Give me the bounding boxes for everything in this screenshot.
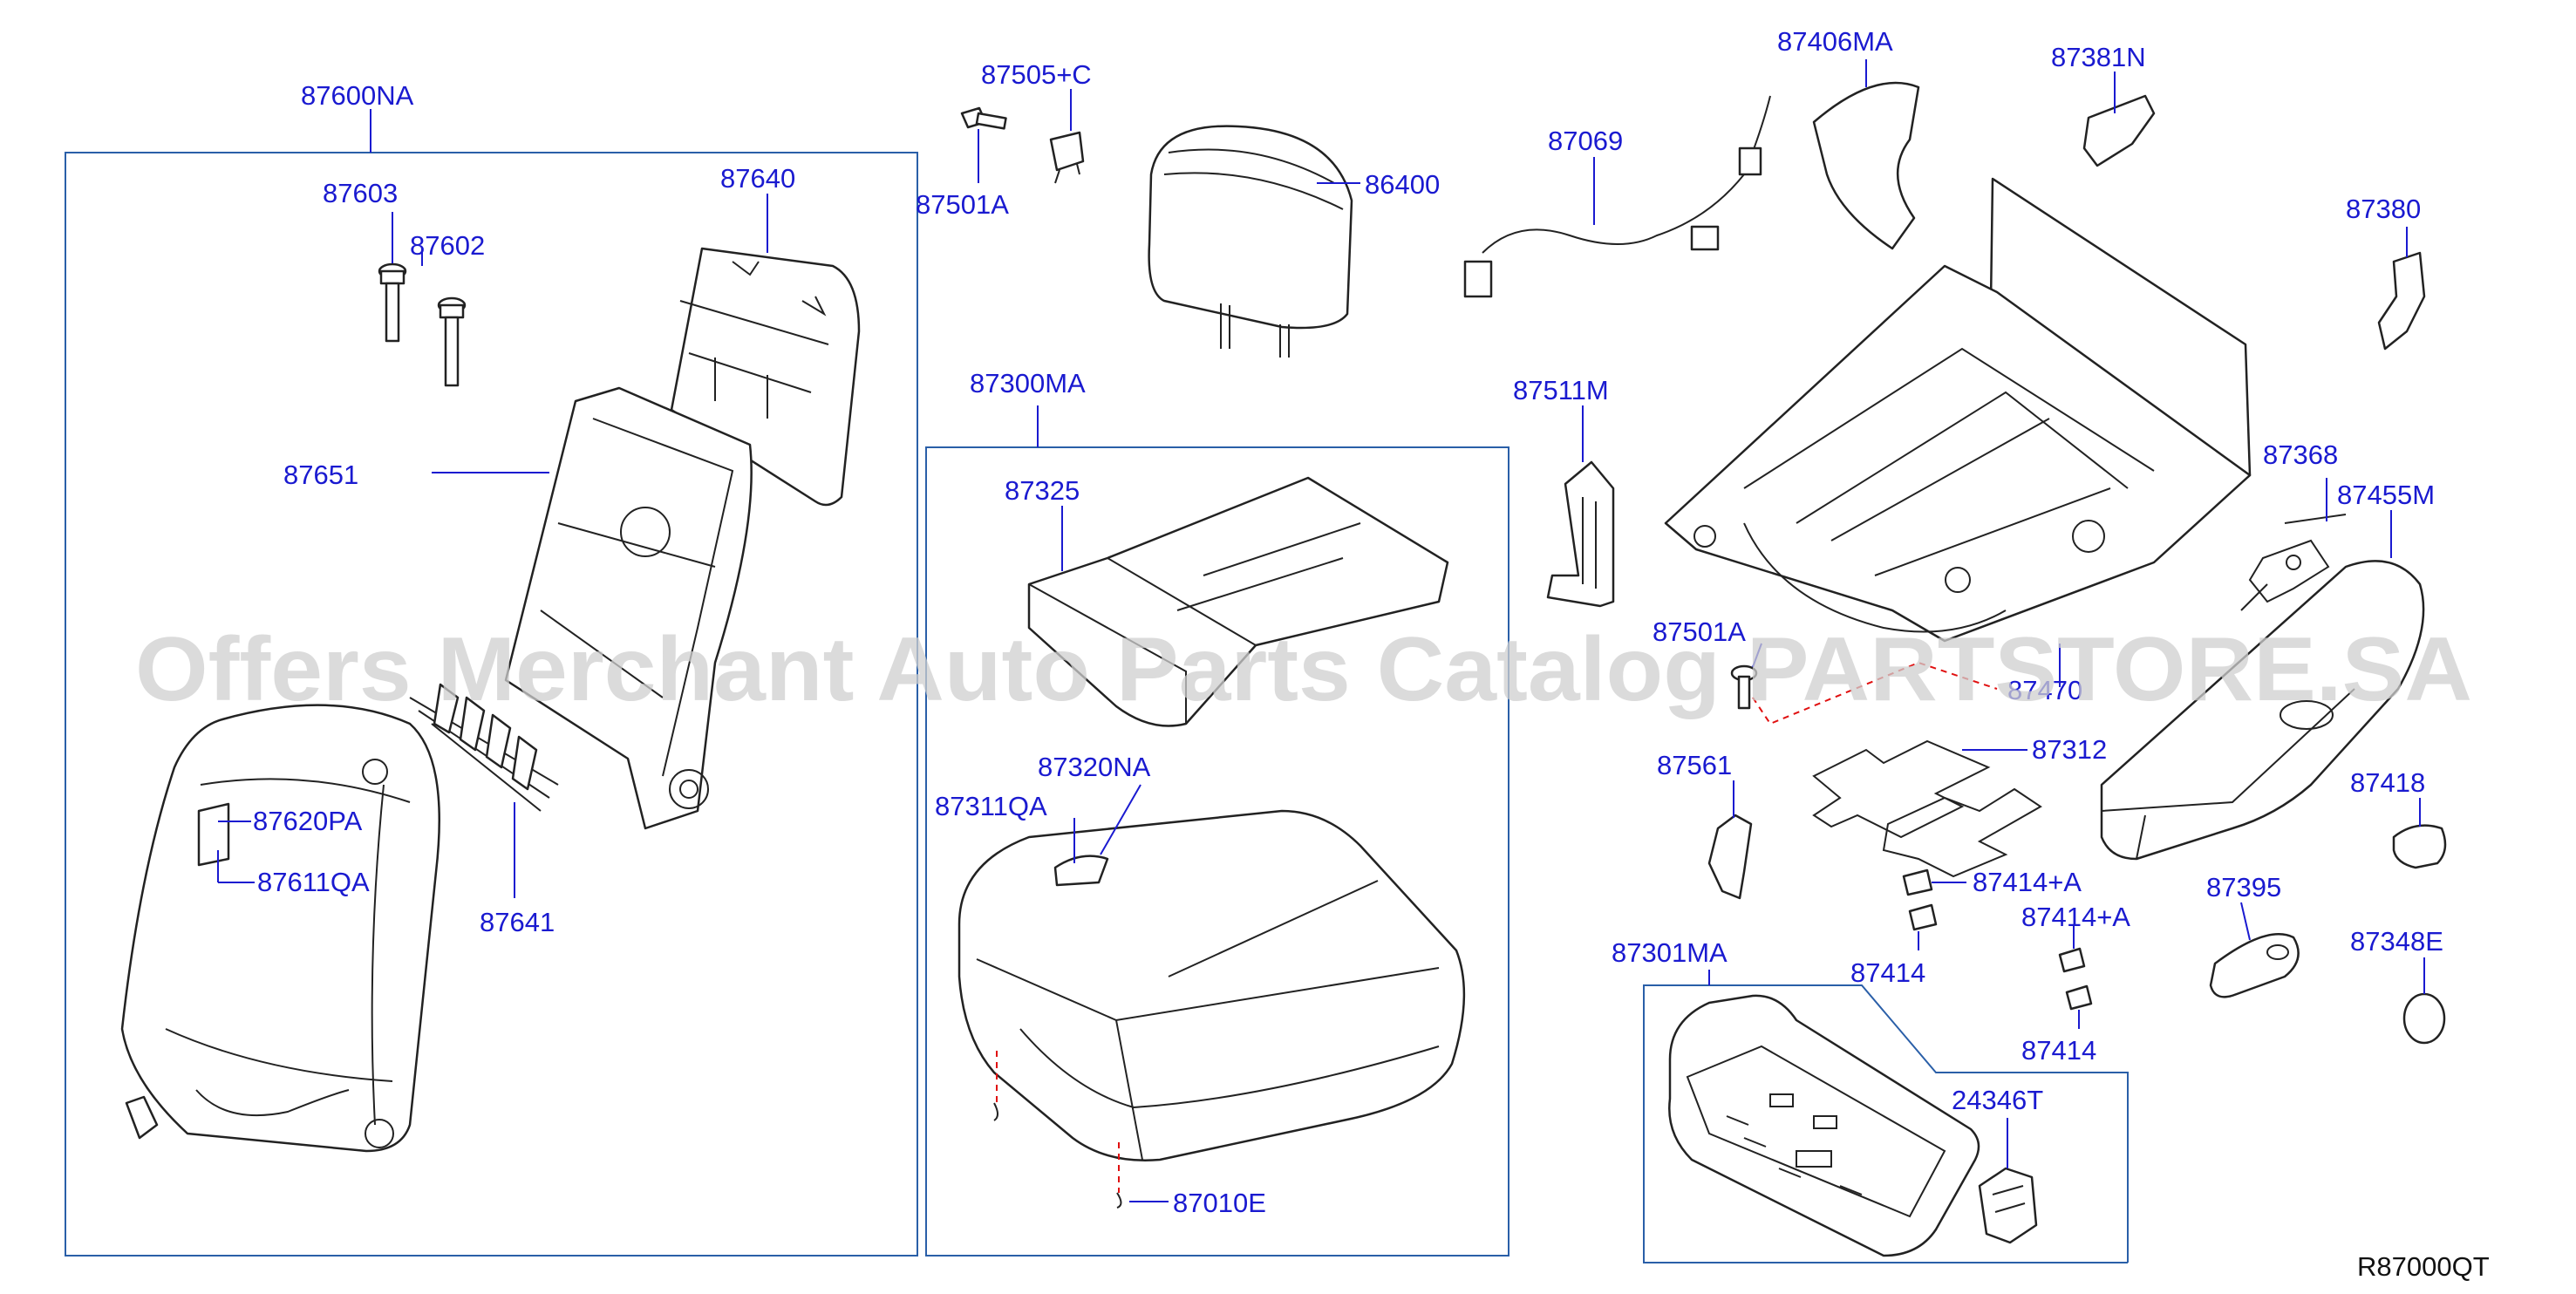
label-87368[interactable]: 87368 [2263,439,2338,470]
seat-cushion-87320na-icon [957,809,1466,1161]
label-87505c[interactable]: 87505+C [981,59,1092,90]
cap-87348e-icon [2402,992,2446,1045]
watermark: Offers Merchant Auto Parts Catalog PARTS… [135,619,2472,720]
diagram-code: R87000QT [2357,1251,2490,1282]
label-87414-2[interactable]: 87414 [2021,1035,2096,1066]
bolt-87602-icon [437,296,467,387]
label-87602[interactable]: 87602 [410,230,485,261]
bolt-87501a-mid-icon [1730,664,1758,710]
label-87320na[interactable]: 87320NA [1038,752,1151,782]
bracket-87381n-icon [2082,94,2156,167]
clip-87414-b-icon [2058,947,2093,1011]
label-87641[interactable]: 87641 [480,907,555,937]
bolt-87501a-icon [960,106,1007,130]
label-87395[interactable]: 87395 [2206,872,2281,902]
label-87381n[interactable]: 87381N [2051,42,2146,72]
label-87511m[interactable]: 87511M [1513,375,1609,405]
lever-87368-icon [2240,514,2347,611]
seat-frame-87470-icon [1664,177,2252,643]
side-trim-87455m-icon [2100,560,2425,861]
headrest-86400-icon [1148,125,1353,358]
bracket-87380-icon [2377,251,2426,351]
label-87501a-top[interactable]: 87501A [916,189,1009,220]
cover-87395-icon [2209,933,2300,998]
spring-87312-icon [1812,739,2042,878]
group-box-side-cover: 87301MA [1612,937,2129,1263]
label-87620pa[interactable]: 87620PA [253,806,363,836]
label-87501a-mid[interactable]: 87501A [1653,616,1746,647]
bracket-87561-icon [1707,814,1753,900]
cover-87406ma-icon [1812,81,1920,250]
back-board-87640-icon [670,247,861,507]
side-cover-87301ma-icon [1668,994,1980,1257]
label-87603[interactable]: 87603 [323,178,398,208]
label-87561[interactable]: 87561 [1657,750,1732,780]
label-24346t[interactable]: 24346T [1952,1085,2043,1115]
label-87414-1[interactable]: 87414 [1850,957,1925,988]
label-87418[interactable]: 87418 [2350,767,2425,798]
group-box-cushion: 87300MA [925,368,1509,1257]
connector-24346t-icon [1978,1167,2038,1244]
label-87470[interactable]: 87470 [2007,675,2082,705]
bolt-87603-icon [378,262,407,343]
label-87406ma[interactable]: 87406MA [1777,26,1893,57]
label-87325[interactable]: 87325 [1005,475,1080,506]
label-87380[interactable]: 87380 [2346,194,2421,224]
label-87348e[interactable]: 87348E [2350,926,2443,957]
clip-87505c-icon [1049,131,1085,184]
label-87414a-2[interactable]: 87414+A [2021,902,2130,932]
label-87311qa[interactable]: 87311QA [935,791,1047,821]
hook-87010e-icon [993,1102,1122,1209]
back-spring-87641-icon [409,683,559,812]
back-pad-87611qa-icon [197,802,230,867]
bracket-87511m-icon [1546,460,1615,608]
cushion-frame-87325-icon [1027,476,1449,727]
label-87069[interactable]: 87069 [1548,126,1623,156]
clip-87414-a-icon [1902,868,1938,931]
label-87455m[interactable]: 87455M [2337,480,2435,510]
label-87640[interactable]: 87640 [720,163,795,194]
label-87312[interactable]: 87312 [2032,734,2107,765]
label-87414a-1[interactable]: 87414+A [1973,867,2082,897]
label-87651[interactable]: 87651 [283,460,358,490]
label-87611qa[interactable]: 87611QA [257,867,370,897]
group-box-back: 87600NA [65,80,918,1257]
label-87010e[interactable]: 87010E [1173,1188,1266,1218]
knob-87418-icon [2392,824,2447,869]
label-86400[interactable]: 86400 [1365,169,1440,200]
group-label-back[interactable]: 87600NA [301,80,414,111]
harness-87069-icon [1463,95,1771,298]
back-frame-87651-icon [504,386,753,830]
group-label-side-cover[interactable]: 87301MA [1612,937,1728,968]
back-cover-87620pa-icon [120,704,440,1153]
group-label-cushion[interactable]: 87300MA [970,368,1086,398]
